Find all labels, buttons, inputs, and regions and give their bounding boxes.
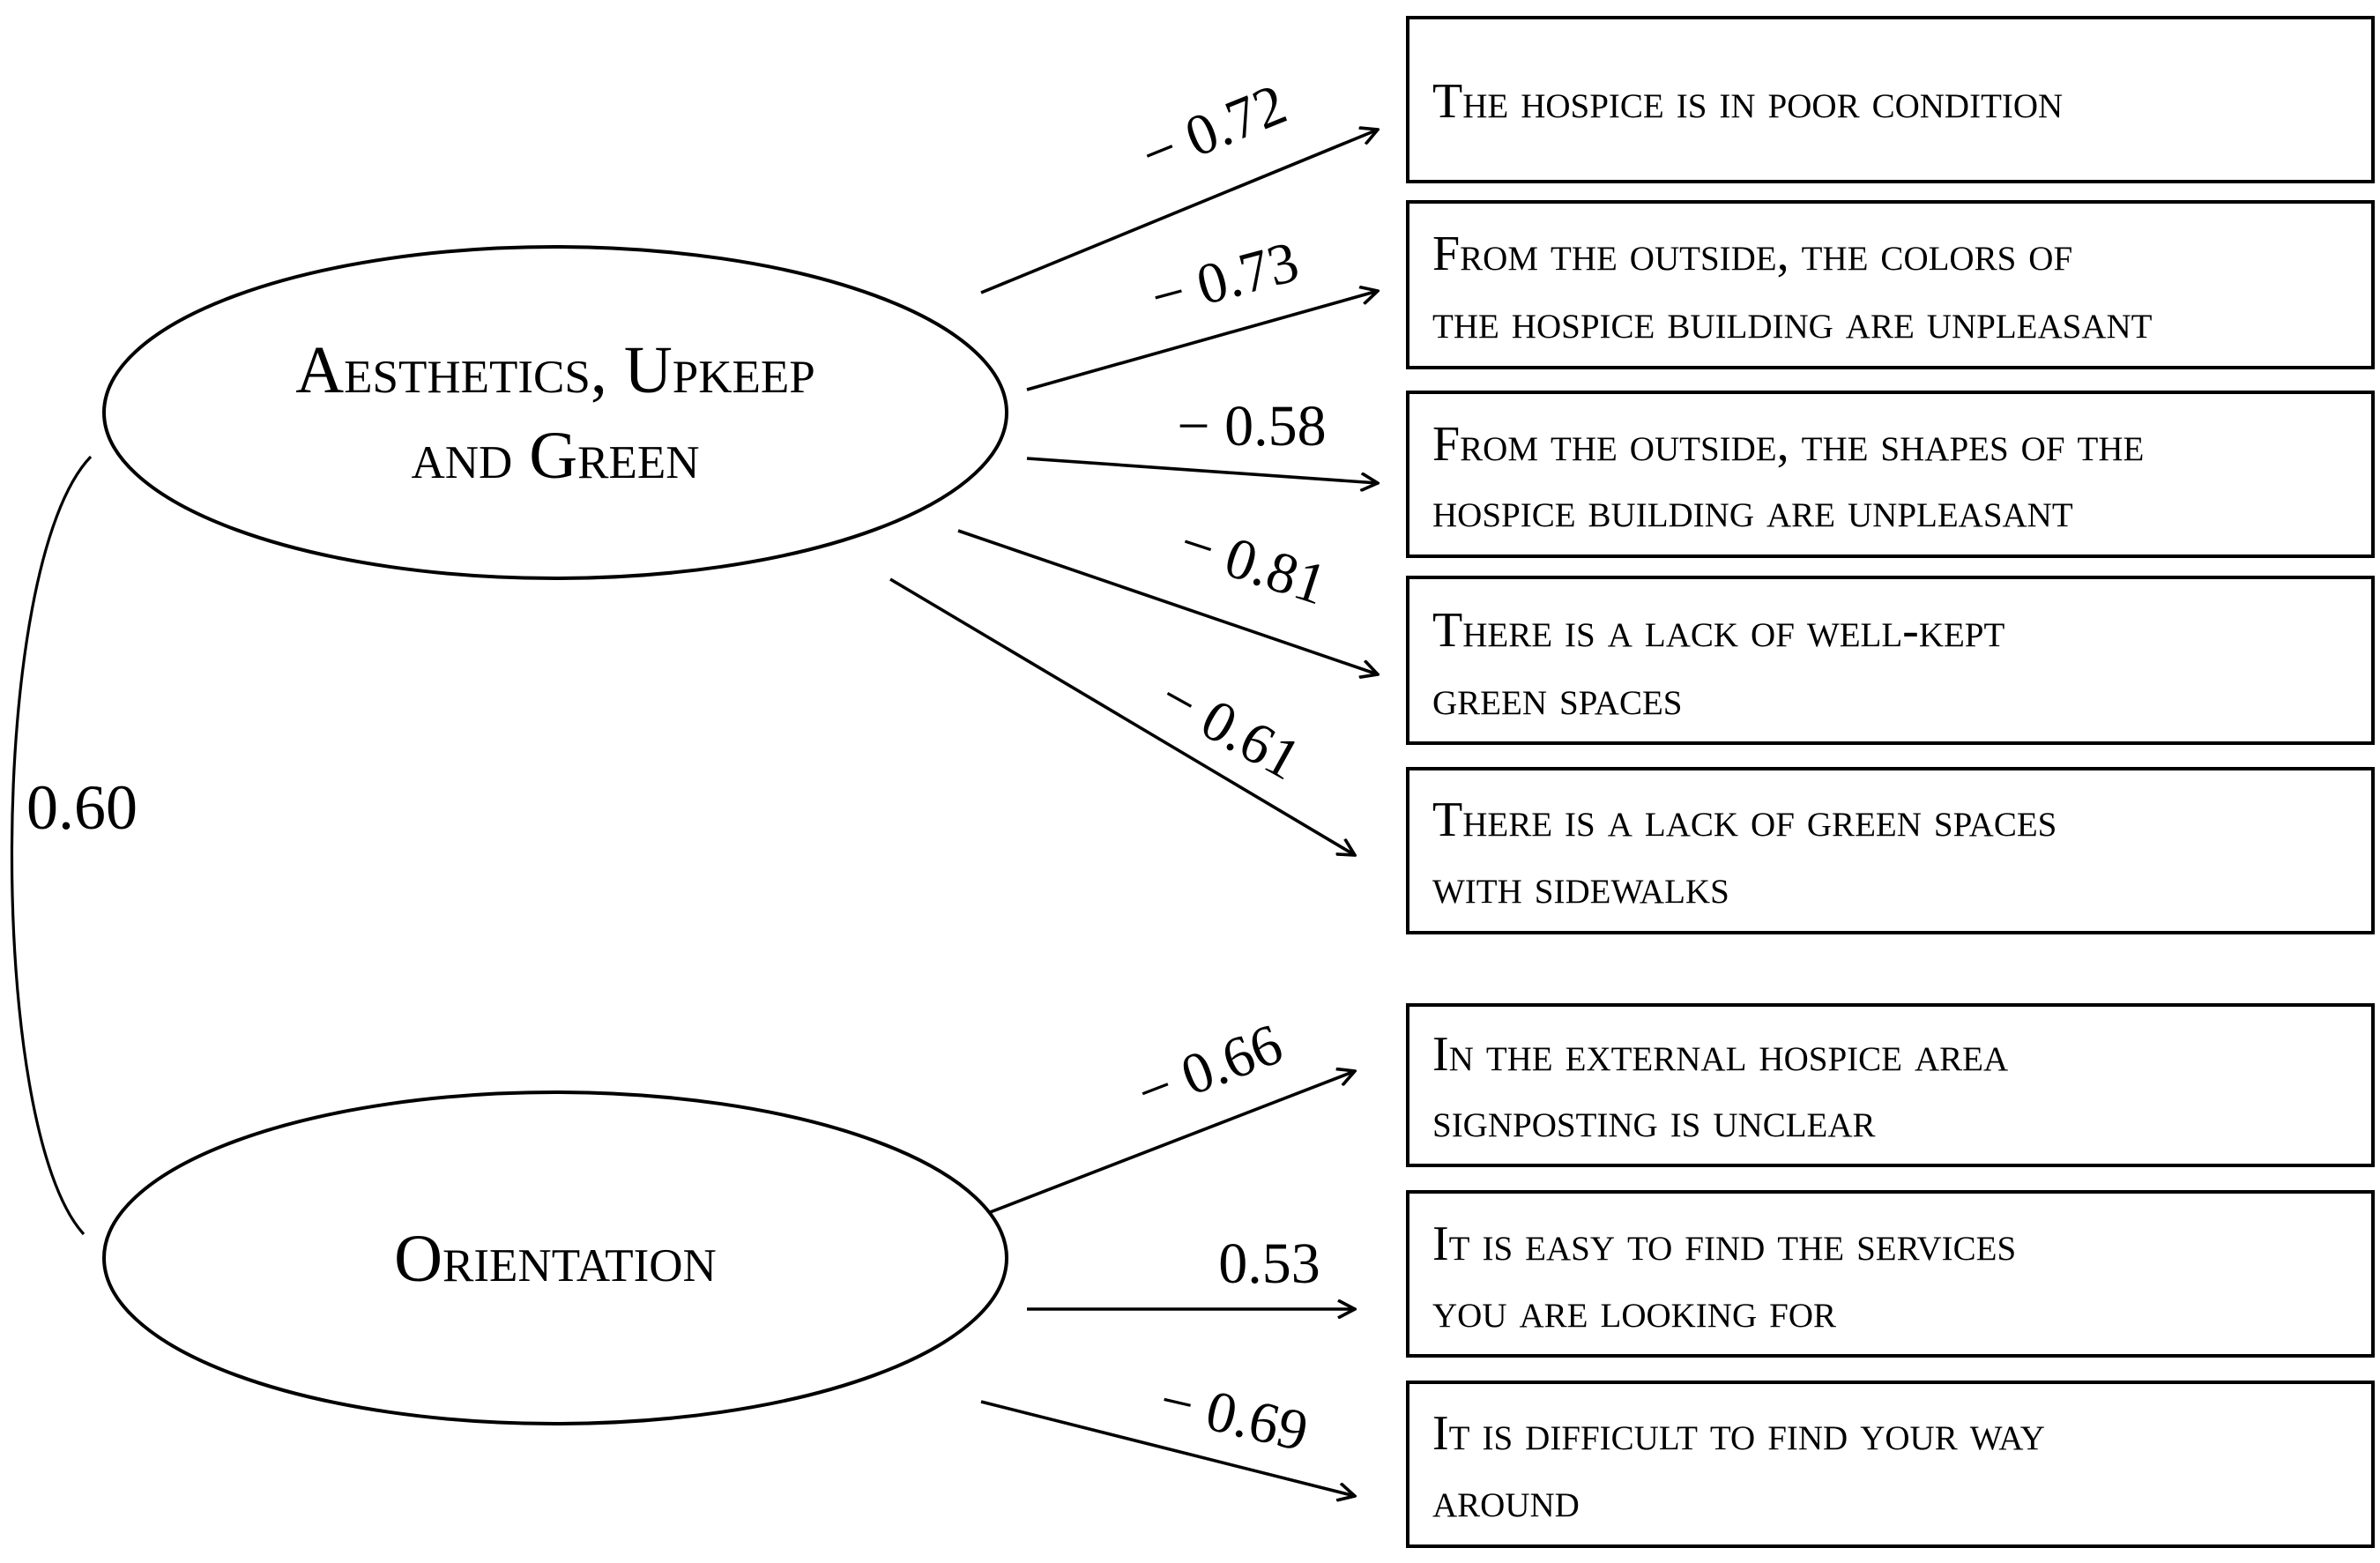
item-label-line: There is a lack of green spaces bbox=[1432, 793, 2056, 847]
loading-arrow bbox=[980, 1400, 1355, 1496]
item-label-line: There is a lack of well-kept bbox=[1432, 603, 2004, 658]
item-label-line: green spaces bbox=[1432, 671, 1682, 726]
item-box-7: It is easy to find the services you are … bbox=[1406, 1190, 2375, 1358]
loading-label: − 0.66 bbox=[1128, 1012, 1290, 1126]
item-label-line: It is easy to find the services bbox=[1432, 1217, 2016, 1271]
loading-label: − 0.81 bbox=[1172, 510, 1335, 618]
item-box-6: In the external hospice area signposting… bbox=[1406, 1003, 2375, 1167]
factor-label-line: and Green bbox=[411, 419, 699, 493]
item-label-line: In the external hospice area bbox=[1432, 1027, 2008, 1082]
factor-aesthetics: Aesthetics, Upkeep and Green bbox=[102, 245, 1008, 580]
item-label-line: you are looking for bbox=[1432, 1284, 1836, 1338]
item-label-line: the hospice building are unpleasant bbox=[1432, 294, 2153, 349]
item-rect bbox=[1406, 1381, 2375, 1548]
loading-label: 0.53 bbox=[1218, 1232, 1320, 1296]
loading-label: − 0.72 bbox=[1133, 72, 1295, 188]
item-box-1: The hospice is in poor condition bbox=[1406, 16, 2375, 183]
loading-arrow bbox=[980, 130, 1378, 294]
item-label-line: It is difficult to find your way bbox=[1432, 1406, 2045, 1461]
item-label-line: hospice building are unpleasant bbox=[1432, 483, 2073, 538]
factor-ellipse bbox=[102, 245, 1008, 580]
loading-label: − 0.69 bbox=[1154, 1367, 1313, 1463]
item-rect bbox=[1406, 200, 2375, 369]
item-label-line: signposting is unclear bbox=[1432, 1093, 1876, 1148]
item-rect bbox=[1406, 391, 2375, 558]
item-label-line: with sidewalks bbox=[1432, 860, 1729, 914]
loading-arrow bbox=[980, 1071, 1355, 1217]
item-rect bbox=[1406, 16, 2375, 183]
loading-label: − 0.61 bbox=[1149, 664, 1311, 793]
loading-label: − 0.58 bbox=[1177, 394, 1326, 458]
item-box-2: From the outside, the colors of the hosp… bbox=[1406, 200, 2375, 369]
correlation-label: 0.60 bbox=[26, 772, 138, 843]
factor-orientation: Orientation bbox=[102, 1090, 1008, 1425]
correlation-curve bbox=[10, 455, 93, 1236]
item-box-5: There is a lack of green spaces with sid… bbox=[1406, 767, 2375, 934]
loading-arrow bbox=[1026, 457, 1378, 483]
item-label-line: The hospice is in poor condition bbox=[1432, 74, 2063, 129]
item-box-8: It is difficult to find your way around bbox=[1406, 1381, 2375, 1548]
item-box-3: From the outside, the shapes of the hosp… bbox=[1406, 391, 2375, 558]
item-rect bbox=[1406, 1190, 2375, 1358]
item-label-line: around bbox=[1432, 1473, 1580, 1528]
item-rect bbox=[1406, 1003, 2375, 1167]
item-label-line: From the outside, the colors of bbox=[1432, 227, 2072, 281]
item-rect bbox=[1406, 576, 2375, 745]
factor-label-line: Orientation bbox=[394, 1222, 717, 1296]
item-box-4: There is a lack of well-kept green space… bbox=[1406, 576, 2375, 745]
loading-arrow bbox=[889, 577, 1355, 855]
loading-label: − 0.73 bbox=[1144, 229, 1305, 330]
factor-ellipse bbox=[102, 1090, 1008, 1425]
factor-label-line: Aesthetics, Upkeep bbox=[295, 333, 814, 407]
loading-arrow bbox=[1026, 291, 1378, 391]
loading-arrow bbox=[957, 529, 1378, 674]
item-label-line: From the outside, the shapes of the bbox=[1432, 417, 2144, 472]
item-rect bbox=[1406, 767, 2375, 934]
